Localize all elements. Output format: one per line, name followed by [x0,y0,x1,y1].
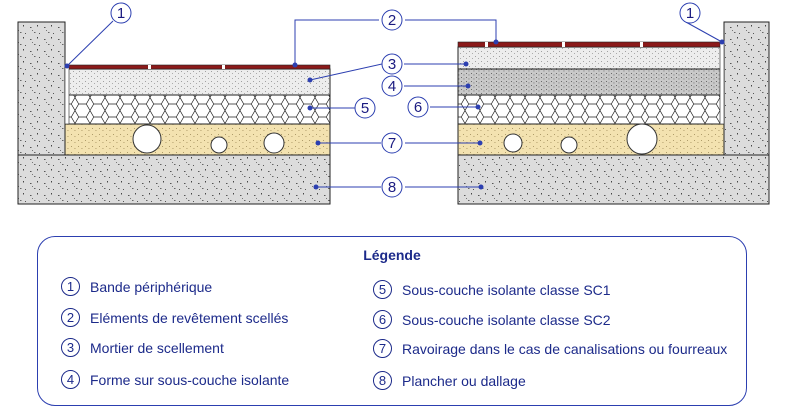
legend-item-5: 5 Sous-couche isolante classe SC1 [373,280,611,299]
callout-labels: 1 1 2 3 4 5 6 7 8 [117,5,694,196]
legend-num-5: 5 [373,280,392,299]
legend-text-4: Forme sur sous-couche isolante [90,371,290,388]
legend-num-3: 3 [61,338,80,357]
left-pipe-medium [263,132,285,154]
right-peripheral-strip [719,41,725,125]
callout-1-right: 1 [686,5,694,22]
legend-text-1: Bande périphérique [90,278,213,295]
right-form-layer [457,68,725,96]
callout-7: 7 [388,135,396,152]
right-pipe-small-b [560,136,578,154]
legend-text-6: Sous-couche isolante classe SC2 [402,311,611,328]
left-peripheral-strip [64,64,70,125]
legend-item-6: 6 Sous-couche isolante classe SC2 [373,310,611,329]
legend-text-3: Mortier de scellement [90,339,224,356]
left-pipe-small [210,136,228,154]
legend-text-5: Sous-couche isolante classe SC1 [402,281,611,298]
left-insulation-layer [64,94,331,125]
left-tile-joints [148,65,225,69]
legend-num-4: 4 [61,370,80,389]
legend-num-6: 6 [373,310,392,329]
left-pipe-large [132,124,162,154]
leader-lines [66,19,723,188]
legend-text-8: Plancher ou dallage [402,372,526,389]
left-slab [17,154,331,205]
right-tile-joints [485,42,643,47]
legend-item-1: 1 Bande périphérique [61,277,212,296]
legend-num-8: 8 [373,371,392,390]
left-mortar-layer [64,68,331,96]
right-pipe-large [626,123,658,155]
legend-item-4: 4 Forme sur sous-couche isolante [61,370,289,389]
legend-text-2: Eléments de revêtement scellés [90,309,289,326]
legend-text-7: Ravoirage dans le cas de canalisations o… [402,340,728,357]
left-section [17,21,331,205]
right-mortar-layer [457,46,725,70]
legend-item-2: 2 Eléments de revêtement scellés [61,308,288,327]
callout-6: 6 [414,99,422,116]
legend-num-2: 2 [61,308,80,327]
callout-1-left: 1 [117,5,125,22]
callout-4: 4 [388,78,396,95]
legend-item-8: 8 Plancher ou dallage [373,371,526,390]
right-slab [457,154,770,205]
right-insulation-layer [457,94,725,125]
left-tile-layer [64,64,331,70]
callout-2: 2 [388,12,396,29]
callout-3: 3 [388,56,396,73]
legend-num-1: 1 [61,277,80,296]
left-ravoirage-layer [64,123,331,156]
leader-dots [64,39,725,190]
callout-5: 5 [361,100,369,117]
legend-box: Légende 1 Bande périphérique 2 Eléments … [37,236,747,406]
floor-section-diagram: 1 1 2 3 4 5 6 7 8 [17,2,770,205]
callout-circles [110,2,701,198]
callout-8: 8 [388,179,396,196]
legend-title: Légende [363,247,421,263]
legend-item-3: 3 Mortier de scellement [61,338,224,357]
legend-num-7: 7 [373,339,392,358]
right-section [457,21,770,205]
legend-item-7: 7 Ravoirage dans le cas de canalisations… [373,339,727,358]
right-ravoirage-layer [457,123,725,156]
right-pipe-small-a [503,133,523,153]
